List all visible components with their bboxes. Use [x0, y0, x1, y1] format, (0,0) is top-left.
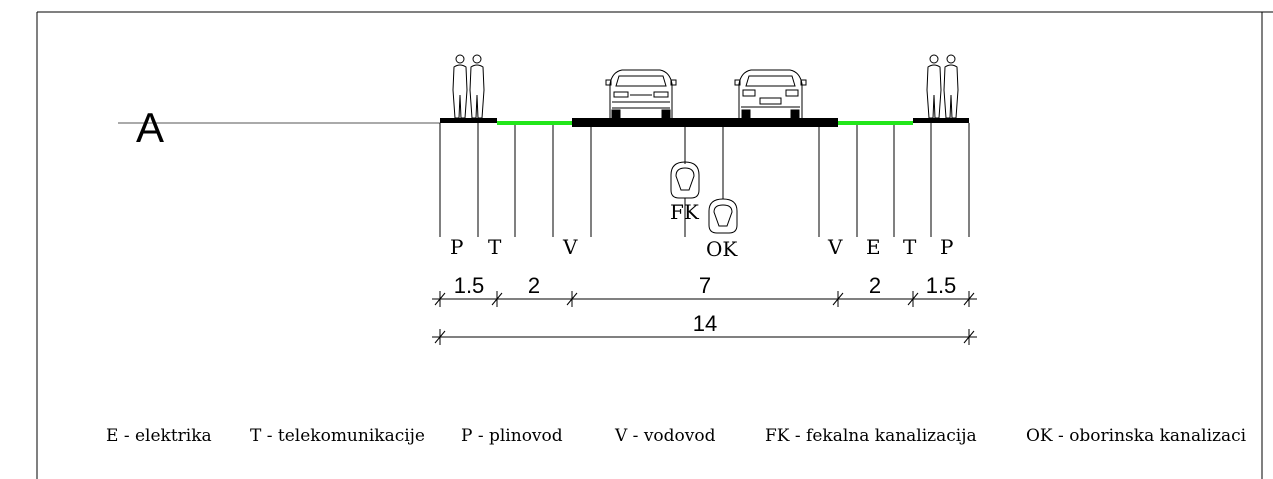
- fk-label: FK: [670, 200, 700, 224]
- dimension-labels-parts: 1.5 2 7 2 1.5: [454, 273, 957, 298]
- car-front-icon: [605, 69, 677, 119]
- dimension-label-1: 1.5: [454, 273, 485, 298]
- dimension-line-total: [432, 329, 977, 345]
- sidewalk-left: [440, 118, 497, 123]
- legend-item-ok: OK - oborinska kanalizaci: [1026, 426, 1247, 446]
- legend-item-t: T - telekomunikacije: [250, 426, 425, 446]
- section-marker: A: [118, 104, 440, 151]
- dimension-line-parts: [432, 291, 977, 307]
- utility-lines: [439, 123, 970, 237]
- ok-pipe-icon: [708, 198, 738, 234]
- legend-item-v: V - vodovod: [614, 426, 716, 446]
- utility-label-v-right: V: [827, 235, 843, 259]
- dimension-label-3: 7: [699, 273, 711, 298]
- green-strip-right: [838, 121, 913, 125]
- utility-labels: P T V V E T P: [450, 235, 953, 259]
- utility-label-v-left: V: [562, 235, 578, 259]
- dimension-label-5: 1.5: [926, 273, 957, 298]
- green-strip-left: [497, 121, 572, 125]
- fk-pipe-icon: [670, 161, 700, 199]
- dimension-label-4: 2: [869, 273, 881, 298]
- utility-label-p-left: P: [450, 235, 463, 259]
- legend-item-p: P - plinovod: [461, 426, 563, 446]
- road-surface: [440, 118, 969, 127]
- utility-label-e-right: E: [866, 235, 881, 259]
- legend-item-e: E - elektrika: [106, 426, 212, 446]
- utility-label-p-right: P: [940, 235, 953, 259]
- car-rear-icon: [734, 69, 807, 119]
- sidewalk-right: [913, 118, 969, 123]
- carriageway: [572, 118, 838, 127]
- drawing-frame: [36, 11, 1273, 479]
- dimension-label-2: 2: [528, 273, 540, 298]
- utility-label-t-right: T: [903, 235, 917, 259]
- utility-label-t-left: T: [488, 235, 502, 259]
- ok-label: OK: [706, 237, 738, 261]
- pedestrians-left-icon: [452, 54, 485, 119]
- legend: E - elektrika T - telekomunikacije P - p…: [106, 426, 1247, 446]
- section-marker-label: A: [136, 104, 164, 151]
- dimension-label-total: 14: [693, 311, 717, 336]
- pedestrians-right-icon: [926, 54, 959, 119]
- legend-item-fk: FK - fekalna kanalizacija: [765, 426, 977, 446]
